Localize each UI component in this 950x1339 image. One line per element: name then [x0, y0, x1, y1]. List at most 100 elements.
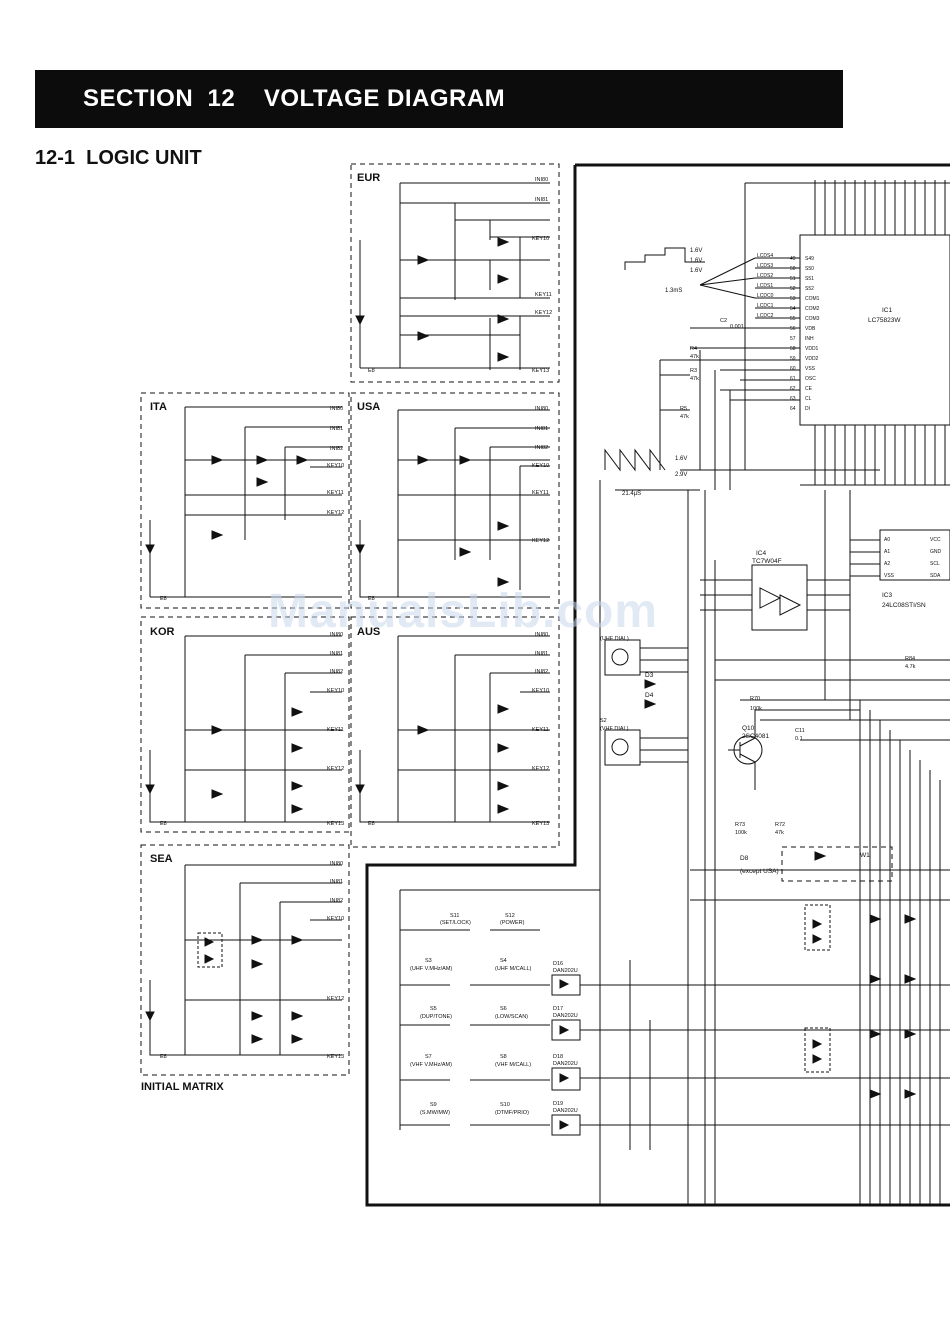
ic1-part: LC75823W [868, 317, 901, 324]
line-label: E8 [160, 821, 167, 827]
switch-ref: S5 [430, 1006, 437, 1012]
ic1-pin-num: 49 [790, 256, 796, 262]
switch-ref: S10 [500, 1102, 510, 1108]
ic3-pin-label: GND [930, 549, 942, 555]
line-label: INI81 [330, 651, 343, 657]
lcd-pin-label: LCDS1 [757, 283, 773, 289]
switch-label: (SET/LOCK) [440, 920, 471, 926]
q10-part: 2SC4081 [742, 733, 769, 740]
resistor-ref: R72 [775, 822, 785, 828]
line-label: INI82 [535, 669, 548, 675]
voltage-label: 1.6V [675, 456, 687, 462]
diode-ref: D19 [553, 1101, 563, 1107]
line-label: INI82 [330, 446, 343, 452]
resistor-ref: R73 [735, 822, 745, 828]
line-label: KEY11 [532, 727, 549, 733]
switch-label: (DUP/TONE) [420, 1014, 452, 1020]
line-label: INI81 [330, 426, 343, 432]
region-label-aus: AUS [357, 626, 380, 638]
switch-label: (UHF M/CALL) [495, 966, 532, 972]
line-label: INI81 [330, 879, 343, 885]
voltage-label: 1.6V [690, 268, 702, 274]
line-label: KEY12 [327, 996, 344, 1002]
line-label: KEY10 [327, 916, 344, 922]
line-label: INI81 [535, 197, 548, 203]
ic1-pin-label: VDD1 [805, 346, 819, 352]
ic1-pin-label: VDB [805, 326, 816, 332]
diode-part: DAN202U [553, 1061, 578, 1067]
ic3-pin-label: VSS [884, 573, 895, 579]
resistor-value: 4.7k [905, 664, 916, 670]
ic1-pin-num: 59 [790, 356, 796, 362]
region-label-usa: USA [357, 401, 380, 413]
resistor-ref: R3 [690, 368, 697, 374]
ic3-pin-label: A1 [884, 549, 890, 555]
voltage-label: 1.6V [690, 248, 702, 254]
switch-ref: S8 [500, 1054, 507, 1060]
resistor-value: 100k [750, 706, 762, 712]
d8-note: (except USA) [740, 868, 779, 875]
capacitor-value: 0.001 [730, 324, 744, 330]
line-label: E8 [368, 596, 375, 602]
w1-label: W1 [860, 852, 870, 859]
line-label: KEY11 [532, 490, 549, 496]
d4-label: D4 [645, 692, 654, 699]
ic3-pin-label: VCC [930, 537, 941, 543]
ic1-pin-label: VSS [805, 366, 816, 372]
line-label: E8 [160, 596, 167, 602]
resistor-ref: R84 [905, 656, 915, 662]
line-label: INI81 [535, 426, 548, 432]
line-label: E8 [368, 821, 375, 827]
ic1-pin-num: 63 [790, 396, 796, 402]
diode-part: DAN202U [553, 968, 578, 974]
voltage-label: 1.6V [690, 258, 702, 264]
line-label: E8 [368, 368, 375, 374]
region-label-eur: EUR [357, 172, 380, 184]
ic1-pin-label: DI [805, 406, 810, 412]
ic3-part: 24LC08STI/SN [882, 602, 926, 609]
line-label: KEY10 [532, 236, 549, 242]
ic3-pin-label: A2 [884, 561, 890, 567]
line-label: INI80 [535, 406, 548, 412]
dial-label: (UHF DIAL) [600, 636, 629, 642]
switch-label: (POWER) [500, 920, 525, 926]
line-label: KEY10 [532, 463, 549, 469]
ic1-pin-label: CL [805, 396, 812, 402]
ic1-pin-num: 52 [790, 286, 796, 292]
capacitor-ref: C11 [795, 728, 805, 734]
resistor-value: 47k [690, 376, 699, 382]
line-label: KEY11 [535, 292, 552, 298]
ic1-pin-label: CE [805, 386, 813, 392]
d3-label: D3 [645, 672, 654, 679]
capacitor-ref: C2 [720, 318, 727, 324]
ic3-pin-label: SDA [930, 573, 941, 579]
line-label: E8 [160, 1054, 167, 1060]
voltage-label: 2.9V [675, 472, 687, 478]
switch-label: (VHF V.MHz/AM) [410, 1062, 452, 1068]
line-label: INI80 [330, 406, 343, 412]
lcd-pin-label: LCDS2 [757, 273, 773, 279]
line-label: INI82 [535, 445, 548, 451]
switch-label: (LOW/SCAN) [495, 1014, 528, 1020]
ic1-pin-label: COM3 [805, 316, 820, 322]
resistor-ref: R4 [690, 346, 697, 352]
line-label: INI82 [330, 898, 343, 904]
line-label: KEY11 [327, 727, 344, 733]
line-label: INI80 [535, 177, 548, 183]
ic4-part: TC7W04F [752, 558, 782, 565]
ic3-pin-label: SCL [930, 561, 940, 567]
diode-ref: D17 [553, 1006, 563, 1012]
timing-label: 1.3mS [665, 288, 682, 294]
line-label: KEY13 [327, 821, 344, 827]
q10-ref: Q10 [742, 725, 755, 732]
line-label: KEY10 [327, 688, 344, 694]
ic1-pin-label: S49 [805, 256, 814, 262]
region-label-sea: SEA [150, 853, 173, 865]
section-header-bar: SECTION 12 VOLTAGE DIAGRAM [35, 70, 843, 128]
ic1-pin-num: 56 [790, 326, 796, 332]
diode-ref: D18 [553, 1054, 563, 1060]
switch-ref: S2 [600, 718, 607, 724]
switch-ref: S11 [450, 913, 459, 919]
resistor-value: 47k [680, 414, 689, 420]
